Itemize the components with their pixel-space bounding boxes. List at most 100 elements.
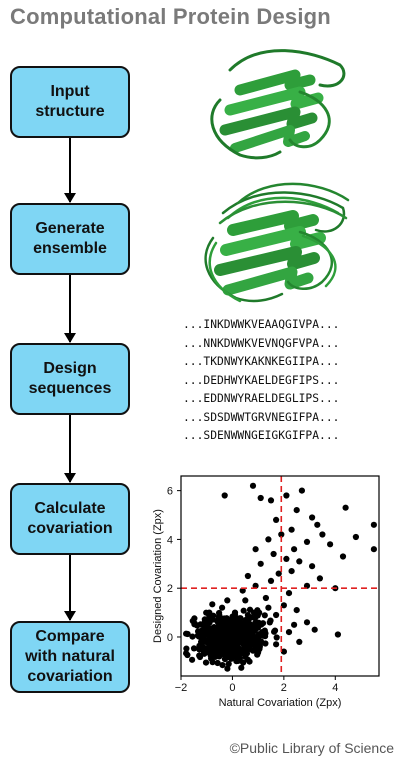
data-point bbox=[291, 546, 298, 553]
protein-ensemble-icon bbox=[204, 182, 350, 303]
data-point bbox=[246, 606, 254, 613]
data-point bbox=[267, 617, 274, 624]
data-point bbox=[334, 631, 341, 638]
data-point bbox=[237, 615, 244, 622]
designed-sequence-list: ...INKDWWKVEAAQGIVPA... ...NNKDWWKVEVNQG… bbox=[183, 316, 339, 446]
step-compare-natural-covariation: Compare with natural covariation bbox=[10, 621, 130, 693]
data-point bbox=[265, 536, 272, 543]
data-point bbox=[230, 613, 238, 620]
data-point bbox=[183, 645, 190, 652]
data-point bbox=[219, 662, 226, 669]
data-point bbox=[203, 637, 210, 644]
data-point bbox=[254, 612, 261, 619]
data-point bbox=[255, 649, 262, 656]
page-title: Computational Protein Design bbox=[10, 4, 331, 29]
data-point bbox=[319, 531, 326, 538]
data-point bbox=[216, 640, 223, 647]
data-point bbox=[252, 546, 259, 553]
data-point bbox=[190, 645, 198, 652]
data-point bbox=[222, 645, 229, 652]
data-point bbox=[314, 521, 321, 528]
data-point bbox=[232, 640, 240, 647]
y-tick-label: 6 bbox=[167, 486, 173, 498]
sequence-line: ...SDENWWNGEIGKGIFPA... bbox=[183, 429, 340, 442]
data-point bbox=[370, 546, 377, 553]
data-point bbox=[288, 568, 295, 575]
data-point bbox=[339, 553, 347, 560]
x-tick-label: −2 bbox=[175, 682, 188, 694]
data-point bbox=[236, 630, 243, 637]
data-point bbox=[209, 601, 216, 608]
y-tick-label: 0 bbox=[167, 632, 173, 644]
data-point bbox=[257, 560, 264, 567]
flow-arrow bbox=[64, 138, 76, 203]
data-point bbox=[293, 607, 300, 614]
data-point bbox=[216, 625, 223, 632]
data-point bbox=[285, 629, 293, 636]
data-point bbox=[296, 638, 303, 645]
sequence-line: ...TKDNWYKAKNKEGIIPA... bbox=[183, 355, 340, 368]
y-axis-label: Designed Covariation (Zpx) bbox=[152, 509, 164, 643]
data-point bbox=[327, 541, 334, 548]
data-point bbox=[267, 497, 275, 504]
data-point bbox=[218, 616, 225, 623]
data-point bbox=[239, 621, 246, 628]
data-point bbox=[275, 570, 282, 577]
data-point bbox=[280, 648, 287, 655]
data-point bbox=[238, 664, 245, 671]
data-point bbox=[201, 621, 208, 628]
data-point bbox=[225, 660, 232, 668]
data-point bbox=[265, 604, 272, 611]
sequence-line: ...INKDWWKVEAAQGIVPA... bbox=[183, 318, 340, 331]
data-point bbox=[208, 651, 216, 658]
data-point bbox=[200, 644, 207, 651]
data-point bbox=[249, 647, 256, 654]
data-point bbox=[202, 659, 210, 666]
data-point bbox=[242, 597, 249, 604]
data-point bbox=[228, 655, 235, 662]
data-point bbox=[235, 636, 242, 643]
sequence-line: ...SDSDWWTGRVNEGIFPA... bbox=[183, 410, 340, 424]
data-point bbox=[283, 555, 290, 562]
sequence-line: ...DEDHWYKAELDEGFIPS... bbox=[183, 373, 340, 387]
data-point bbox=[244, 612, 251, 619]
data-point bbox=[298, 487, 305, 494]
flow-arrow bbox=[64, 275, 76, 343]
sequence-line: ...EDDNWYRAELDEGLIPS... bbox=[183, 392, 340, 405]
data-point bbox=[262, 594, 269, 602]
data-point bbox=[223, 640, 230, 647]
data-point bbox=[303, 619, 311, 626]
step-generate-ensemble: Generate ensemble bbox=[10, 203, 130, 275]
data-point bbox=[240, 607, 247, 614]
data-point bbox=[252, 620, 259, 627]
y-tick-label: 4 bbox=[167, 534, 173, 546]
data-point bbox=[285, 590, 293, 597]
data-point bbox=[191, 621, 198, 628]
data-point bbox=[234, 654, 241, 661]
data-point bbox=[242, 616, 250, 623]
flow-arrow bbox=[64, 415, 76, 483]
data-point bbox=[184, 630, 191, 638]
data-point bbox=[278, 531, 285, 538]
data-point bbox=[283, 492, 290, 499]
data-point bbox=[280, 602, 287, 609]
data-point bbox=[316, 575, 323, 582]
data-point bbox=[209, 659, 216, 666]
data-point bbox=[273, 516, 280, 523]
data-point bbox=[224, 597, 231, 604]
data-point bbox=[261, 627, 268, 634]
protein-ribbon-icon bbox=[210, 49, 346, 160]
data-point bbox=[309, 563, 316, 570]
data-point bbox=[262, 633, 269, 640]
data-point bbox=[270, 550, 277, 558]
data-point bbox=[203, 649, 210, 656]
data-point bbox=[257, 494, 264, 502]
data-point bbox=[273, 611, 280, 619]
data-point bbox=[189, 656, 196, 663]
data-point bbox=[184, 651, 191, 659]
data-point bbox=[249, 635, 256, 642]
data-point bbox=[296, 558, 303, 565]
x-tick-label: 2 bbox=[281, 682, 287, 694]
